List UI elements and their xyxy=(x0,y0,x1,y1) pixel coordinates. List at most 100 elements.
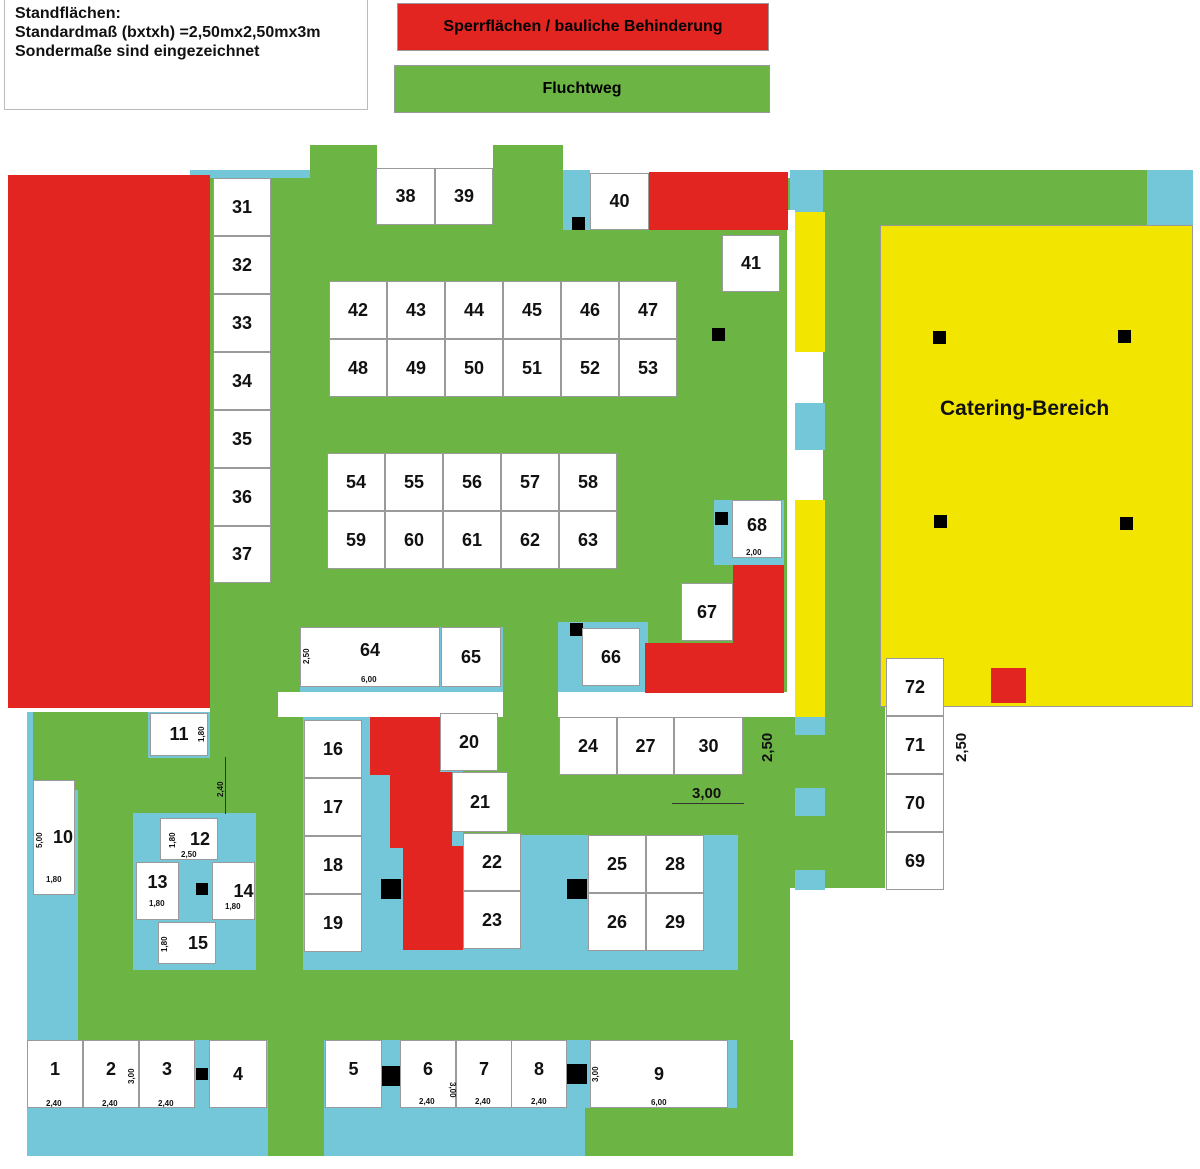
stand-28[interactable]: 28 xyxy=(646,835,704,893)
stand-21[interactable]: 21 xyxy=(452,772,508,832)
stand-25[interactable]: 25 xyxy=(588,835,646,893)
stand-22[interactable]: 22 xyxy=(463,833,521,891)
stand-18[interactable]: 18 xyxy=(304,836,362,894)
stand-13[interactable]: 13 xyxy=(136,862,179,920)
stand-12[interactable]: 12 xyxy=(160,818,218,860)
pillar-icon xyxy=(381,879,401,899)
stand-68[interactable]: 68 xyxy=(732,500,782,558)
stand-36[interactable]: 36 xyxy=(213,468,271,526)
dimension-label: 2,00 xyxy=(746,548,762,557)
stand-16[interactable]: 16 xyxy=(304,720,362,778)
stand-46[interactable]: 46 xyxy=(561,281,619,339)
stand-66[interactable]: 66 xyxy=(582,628,640,686)
stand-20[interactable]: 20 xyxy=(440,713,498,771)
stand-71[interactable]: 71 xyxy=(886,716,944,774)
stand-48[interactable]: 48 xyxy=(329,339,387,397)
stand-62[interactable]: 62 xyxy=(501,511,559,569)
pillar-icon xyxy=(933,331,946,344)
legend-special-sizes: Sondermaße sind eingezeichnet xyxy=(15,43,260,60)
stand-54[interactable]: 54 xyxy=(327,453,385,511)
stand-27[interactable]: 27 xyxy=(617,717,674,775)
stand-35[interactable]: 35 xyxy=(213,410,271,468)
stand-6[interactable]: 6 xyxy=(400,1040,456,1108)
catering-label: Catering-Bereich xyxy=(940,397,1110,420)
stand-15[interactable]: 15 xyxy=(158,922,216,964)
stand-17[interactable]: 17 xyxy=(304,778,362,836)
stand-34[interactable]: 34 xyxy=(213,352,271,410)
stand-59[interactable]: 59 xyxy=(327,511,385,569)
stand-7[interactable]: 7 xyxy=(456,1040,512,1108)
stand-42[interactable]: 42 xyxy=(329,281,387,339)
stand-69[interactable]: 69 xyxy=(886,832,944,890)
stand-63[interactable]: 63 xyxy=(559,511,617,569)
stand-49[interactable]: 49 xyxy=(387,339,445,397)
dimension-label: 3,00 xyxy=(692,785,722,802)
stand-10[interactable]: 10 xyxy=(33,780,75,895)
stand-30[interactable]: 30 xyxy=(674,717,743,775)
stand-53[interactable]: 53 xyxy=(619,339,677,397)
stand-40[interactable]: 40 xyxy=(590,173,649,230)
stand-26[interactable]: 26 xyxy=(588,893,646,951)
stand-57[interactable]: 57 xyxy=(501,453,559,511)
stand-32[interactable]: 32 xyxy=(213,236,271,294)
dimension-label: 1,80 xyxy=(160,936,169,952)
legend-escape-route: Fluchtweg xyxy=(394,65,770,113)
pillar-icon xyxy=(567,1064,587,1084)
stand-44[interactable]: 44 xyxy=(445,281,503,339)
stand-56[interactable]: 56 xyxy=(443,453,501,511)
stand-31[interactable]: 31 xyxy=(213,178,271,236)
stand-5[interactable]: 5 xyxy=(325,1040,382,1108)
pillar-icon xyxy=(570,623,583,636)
blocked-area xyxy=(370,717,440,775)
stand-11[interactable]: 11 xyxy=(150,713,208,756)
blocked-area xyxy=(733,565,784,693)
stand-19[interactable]: 19 xyxy=(304,894,362,952)
legend-blocked: Sperrflächen / bauliche Behinderung xyxy=(397,3,769,51)
aisle xyxy=(1147,170,1193,226)
stand-72[interactable]: 72 xyxy=(886,658,944,716)
stand-60[interactable]: 60 xyxy=(385,511,443,569)
stand-70[interactable]: 70 xyxy=(886,774,944,832)
stand-55[interactable]: 55 xyxy=(385,453,443,511)
dimension-label: 2,50 xyxy=(759,732,776,762)
stand-9[interactable]: 9 xyxy=(590,1040,728,1108)
stand-58[interactable]: 58 xyxy=(559,453,617,511)
stand-67[interactable]: 67 xyxy=(681,583,733,641)
dimension-label: 1,80 xyxy=(197,726,206,742)
dimension-label: 2,40 xyxy=(46,1099,62,1108)
stand-24[interactable]: 24 xyxy=(559,717,617,775)
stand-52[interactable]: 52 xyxy=(561,339,619,397)
legend-standard-size: Standardmaß (bxtxh) =2,50mx2,50mx3m xyxy=(15,24,321,41)
stand-4[interactable]: 4 xyxy=(209,1040,267,1108)
stand-37[interactable]: 37 xyxy=(213,526,271,583)
legend-box: Standflächen: Standardmaß (bxtxh) =2,50m… xyxy=(4,0,368,110)
stand-51[interactable]: 51 xyxy=(503,339,561,397)
stand-14[interactable]: 14 xyxy=(212,862,255,920)
dimension-label: 3,00 xyxy=(591,1066,600,1082)
stand-47[interactable]: 47 xyxy=(619,281,677,339)
catering-strip xyxy=(795,500,825,717)
dimension-label: 3,00 xyxy=(127,1068,136,1084)
dimension-label: 1,80 xyxy=(46,875,62,884)
stand-8[interactable]: 8 xyxy=(511,1040,567,1108)
escape-route xyxy=(823,170,885,888)
dimension-label: 3,00 xyxy=(448,1082,457,1098)
stand-3[interactable]: 3 xyxy=(139,1040,195,1108)
stand-1[interactable]: 1 xyxy=(27,1040,83,1108)
stand-41[interactable]: 41 xyxy=(722,235,780,292)
stand-29[interactable]: 29 xyxy=(646,893,704,951)
stand-64[interactable]: 64 xyxy=(300,627,440,687)
stand-33[interactable]: 33 xyxy=(213,294,271,352)
stand-23[interactable]: 23 xyxy=(463,891,521,949)
stand-39[interactable]: 39 xyxy=(435,168,493,225)
gap-strip xyxy=(787,210,795,717)
stand-2[interactable]: 2 xyxy=(83,1040,139,1108)
stand-65[interactable]: 65 xyxy=(441,627,501,687)
stand-45[interactable]: 45 xyxy=(503,281,561,339)
stand-38[interactable]: 38 xyxy=(376,168,435,225)
dimension-label: 2,40 xyxy=(216,781,225,797)
gap-strip xyxy=(558,692,788,717)
stand-50[interactable]: 50 xyxy=(445,339,503,397)
stand-61[interactable]: 61 xyxy=(443,511,501,569)
stand-43[interactable]: 43 xyxy=(387,281,445,339)
